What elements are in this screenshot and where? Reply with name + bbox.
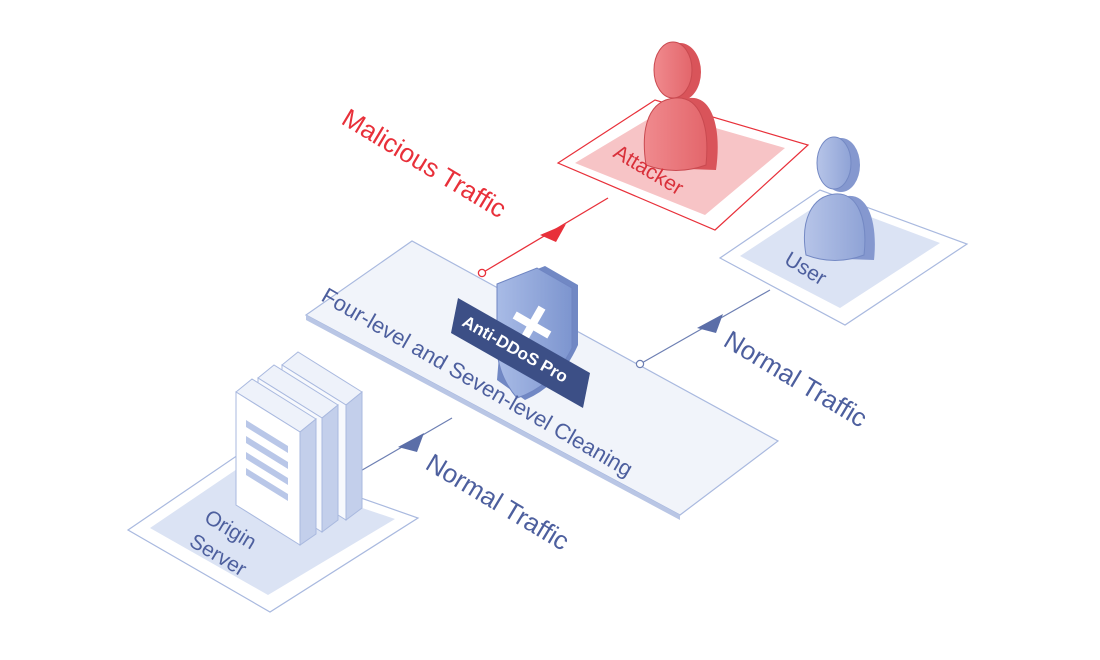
attacker-person-icon (643, 41, 718, 171)
user-junction-dot (635, 359, 645, 369)
normal-traffic-user-label: Normal Traffic (719, 324, 873, 433)
server-rack-icon (235, 351, 363, 546)
normal-traffic-server-label: Normal Traffic (421, 447, 575, 556)
user-traffic-arrow-icon (697, 314, 723, 333)
malicious-arrow-icon (540, 224, 566, 242)
user-traffic-line (635, 289, 771, 369)
server-unit-front (235, 378, 317, 546)
server-traffic-line (344, 417, 453, 481)
malicious-traffic-line (477, 197, 609, 278)
user-person-icon (804, 136, 875, 261)
malicious-traffic-label: Malicious Traffic (337, 102, 512, 223)
malicious-junction-dot (477, 268, 487, 278)
server-traffic-arrow-icon (398, 433, 424, 452)
